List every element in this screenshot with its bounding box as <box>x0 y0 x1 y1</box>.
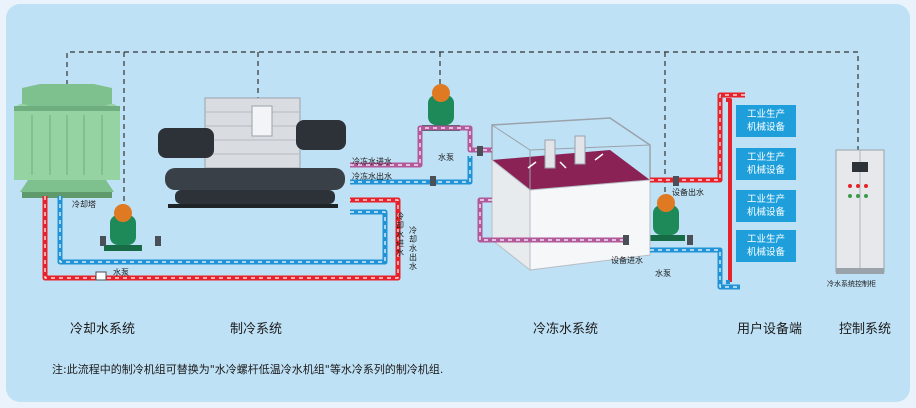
equipment-box-line: 工业生产 <box>746 109 785 120</box>
label-cooling-tower: 冷却塔 <box>72 200 96 209</box>
equipment-box-line: 机械设备 <box>746 122 785 133</box>
label-pump-top: 水泵 <box>438 153 454 162</box>
pump-right-graphic <box>647 194 685 241</box>
pump-top-graphic <box>422 84 460 131</box>
equipment-box-1: 工业生产 机械设备 <box>736 105 796 137</box>
label-cooling-inlet: 冷却水进水 <box>396 212 404 257</box>
equipment-box-line: 工业生产 <box>746 152 785 163</box>
cooling-tower <box>14 84 120 198</box>
section-label-user-equipment: 用户设备端 <box>737 322 803 337</box>
equipment-box-3: 工业生产 机械设备 <box>736 190 796 222</box>
label-equipment-inlet: 设备进水 <box>611 256 643 265</box>
equipment-box-4: 工业生产 机械设备 <box>736 230 796 262</box>
label-pump-right: 水泵 <box>655 269 671 278</box>
pipes-cold <box>57 156 740 290</box>
chilled-water-tank <box>491 117 651 272</box>
equipment-box-line: 机械设备 <box>746 165 785 176</box>
equipment-box-2: 工业生产 机械设备 <box>736 148 796 180</box>
label-equipment-outlet: 设备出水 <box>672 188 704 197</box>
control-cabinet-graphic <box>835 149 885 274</box>
label-cooling-outlet: 冷却水出水 <box>409 226 417 271</box>
equipment-manifold <box>726 98 732 284</box>
valves <box>95 146 693 281</box>
pipes-hot <box>42 92 745 281</box>
section-label-control: 控制系统 <box>839 322 892 337</box>
label-pump-left: 水泵 <box>113 268 129 277</box>
label-chilled-inlet: 冷冻水进水 <box>352 157 392 166</box>
label-control-cabinet: 冷水系统控制柜 <box>827 280 876 288</box>
chiller-unit <box>158 97 346 208</box>
pump-left-graphic <box>104 204 142 251</box>
control-lines <box>66 51 859 205</box>
equipment-box-line: 工业生产 <box>746 234 785 245</box>
footnote: 注:此流程中的制冷机组可替换为"水冷螺杆低温冷水机组"等水冷系列的制冷机组. <box>52 363 444 376</box>
equipment-box-line: 机械设备 <box>746 207 785 218</box>
section-label-chilled-water: 冷冻水系统 <box>533 322 599 337</box>
label-chilled-outlet: 冷冻水出水 <box>352 172 392 181</box>
pipes-chilled <box>350 125 625 243</box>
equipment-box-line: 机械设备 <box>746 247 785 258</box>
control-line-main <box>66 51 859 150</box>
section-label-refrigeration: 制冷系统 <box>230 322 283 337</box>
section-label-cooling-water: 冷却水系统 <box>70 322 136 337</box>
equipment-box-line: 工业生产 <box>746 194 785 205</box>
